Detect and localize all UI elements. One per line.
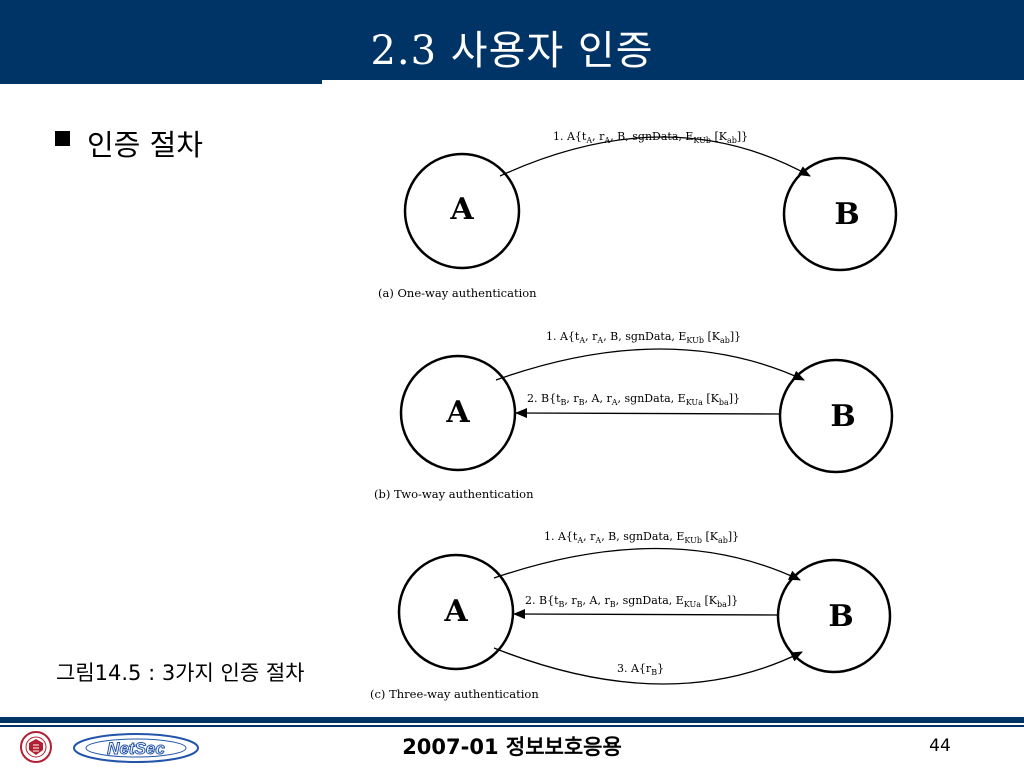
- node-a-circle: [403, 152, 521, 270]
- footer-divider-thin: [0, 725, 1024, 727]
- message-arrow-2: [515, 408, 781, 419]
- footer-course-title: 2007-01 정보보호응용: [402, 735, 622, 759]
- bullet-text: 인증 절차: [87, 128, 203, 162]
- node-b-circle: [782, 156, 898, 272]
- title-bar: [0, 0, 1024, 80]
- node-b-label: B: [830, 399, 855, 434]
- one-way-caption: (a) One-way authentication: [378, 286, 537, 300]
- node-a-circle: [397, 553, 515, 671]
- message-1-label: 1. A{tA, rA, B, sgnData, EKUb [Kab]}: [546, 330, 741, 345]
- message-arrow-3: [493, 647, 803, 685]
- node-b-label: B: [828, 599, 853, 634]
- node-a-label: A: [449, 192, 474, 227]
- node-a-circle: [399, 354, 517, 472]
- three-way-panel: A B 1. A{tA, rA, B, sgnData, EKUb [Kab]}…: [370, 530, 892, 701]
- message-1-label: 1. A{tA, rA, B, sgnData, EKUb [Kab]}: [544, 530, 739, 545]
- slide-title: 2.3 사용자 인증: [370, 28, 654, 74]
- footer-logos: NetSec: [20, 731, 199, 763]
- message-arrow-2: [513, 609, 779, 620]
- node-b-label: B: [834, 197, 859, 232]
- netsec-logo-text: NetSec: [107, 739, 165, 758]
- message-1-label: 1. A{tA, rA, B, sgnData, EKUb [Kab]}: [553, 130, 748, 145]
- netsec-logo-icon: NetSec: [73, 733, 199, 763]
- two-way-panel: A B 1. A{tA, rA, B, sgnData, EKUb [Kab]}…: [374, 330, 894, 501]
- message-2-label: 2. B{tB, rB, A, rA, sgnData, EKUa [Kba]}: [527, 392, 740, 407]
- node-b-circle: [778, 358, 894, 474]
- footer-divider: [0, 717, 1024, 723]
- page-number: 44: [929, 736, 951, 756]
- node-a-label: A: [443, 594, 468, 629]
- square-bullet-icon: [55, 131, 70, 146]
- node-a-label: A: [445, 395, 470, 430]
- figure-caption: 그림14.5 : 3가지 인증 절차: [56, 661, 305, 685]
- node-b-circle: [776, 558, 892, 674]
- message-arrow-1: [493, 547, 801, 581]
- message-arrow-1: [495, 348, 805, 381]
- two-way-caption: (b) Two-way authentication: [374, 487, 534, 501]
- message-arrow-1: [499, 136, 811, 177]
- message-3-label: 3. A{rB}: [617, 662, 664, 677]
- university-seal-icon: [20, 731, 52, 763]
- authentication-diagram: A B 1. A{tA, rA, B, sgnData, EKUb [Kab]}…: [370, 130, 898, 701]
- message-2-label: 2. B{tB, rB, A, rB, sgnData, EKUa [Kba]}: [525, 594, 738, 609]
- one-way-panel: A B 1. A{tA, rA, B, sgnData, EKUb [Kab]}…: [378, 130, 898, 300]
- title-bar-accent: [0, 80, 322, 84]
- three-way-caption: (c) Three-way authentication: [370, 687, 539, 701]
